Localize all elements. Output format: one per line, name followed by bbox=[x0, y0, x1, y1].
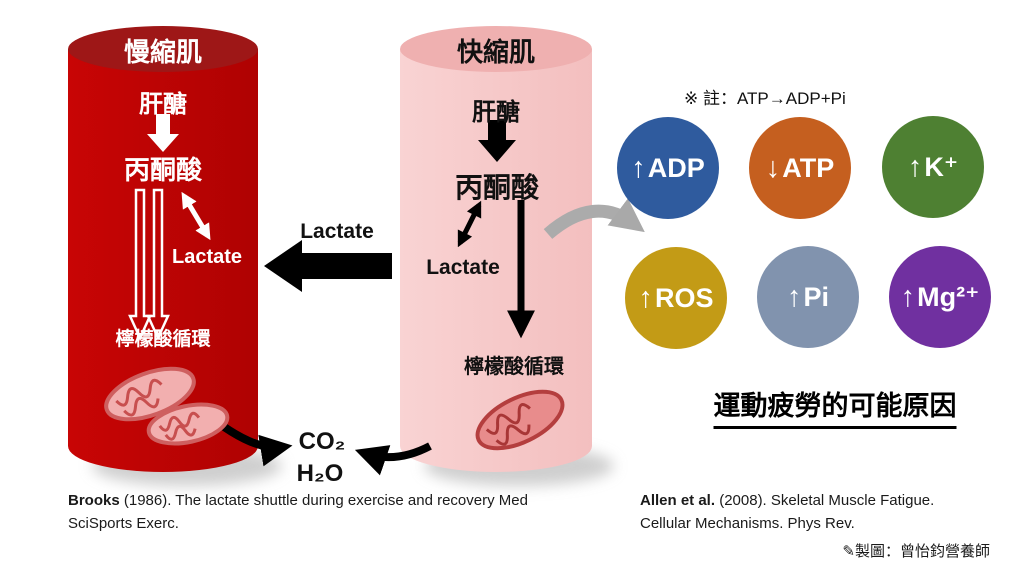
pen-icon: ✎ bbox=[842, 543, 855, 560]
citation-text: (2008). Skeletal Muscle Fatigue. Cellula… bbox=[640, 492, 935, 532]
h2o-label: H₂O bbox=[296, 460, 344, 487]
fast-glycogen-label: 肝醣 bbox=[472, 99, 520, 126]
fast-lactate-label: Lactate bbox=[426, 256, 500, 279]
credit-line: ✎製圖：曾怡鈞營養師 bbox=[842, 540, 990, 561]
slow-glycogen-label: 肝醣 bbox=[139, 91, 187, 118]
factor-circle-adp: ↑ADP bbox=[617, 117, 719, 219]
citation-brooks: Brooks (1986). The lactate shuttle durin… bbox=[68, 490, 573, 535]
citation-text: (1986). The lactate shuttle during exerc… bbox=[68, 492, 528, 532]
fast-cylinder-top bbox=[400, 26, 592, 72]
lactate-shuttle-arrow bbox=[264, 240, 392, 292]
citation-author: Allen et al. bbox=[640, 492, 716, 509]
shuttle-lactate-label: Lactate bbox=[300, 220, 374, 243]
co2-label: CO₂ bbox=[298, 428, 346, 455]
up-arrow-icon: ↑ bbox=[638, 281, 653, 314]
up-arrow-icon: ↑ bbox=[900, 280, 916, 313]
slow-muscle-title: 慢縮肌 bbox=[123, 37, 203, 67]
up-arrow-icon: ↑ bbox=[786, 280, 802, 313]
fast-muscle-title: 快縮肌 bbox=[456, 37, 536, 67]
fatigue-title: 運動疲勞的可能原因 bbox=[713, 384, 957, 429]
citation-author: Brooks bbox=[68, 492, 120, 509]
factor-circle-pi: ↑Pi bbox=[757, 246, 859, 348]
fast-citric-cycle-label: 檸檬酸循環 bbox=[464, 356, 564, 378]
factor-circle-atp: ↓ATP bbox=[749, 117, 851, 219]
factor-circle-mg: ↑Mg²⁺ bbox=[889, 246, 991, 348]
atp-note: ※ 註：ATP→ADP+Pi bbox=[684, 89, 846, 108]
citation-allen: Allen et al. (2008). Skeletal Muscle Fat… bbox=[640, 490, 985, 535]
slow-citric-cycle-label: 檸檬酸循環 bbox=[115, 329, 211, 350]
up-arrow-icon: ↑ bbox=[631, 151, 646, 184]
fast-pyruvate-label: 丙酮酸 bbox=[454, 172, 540, 203]
down-arrow-icon: ↓ bbox=[765, 151, 781, 184]
factor-circle-k: ↑K⁺ bbox=[882, 116, 984, 218]
credit-text: 製圖：曾怡鈞營養師 bbox=[854, 543, 990, 560]
slow-cylinder-top bbox=[68, 26, 258, 72]
up-arrow-icon: ↑ bbox=[907, 150, 923, 183]
slow-lactate-label: Lactate bbox=[171, 246, 243, 268]
factor-circle-ros: ↑ROS bbox=[625, 247, 727, 349]
slow-pyruvate-label: 丙酮酸 bbox=[123, 155, 203, 185]
